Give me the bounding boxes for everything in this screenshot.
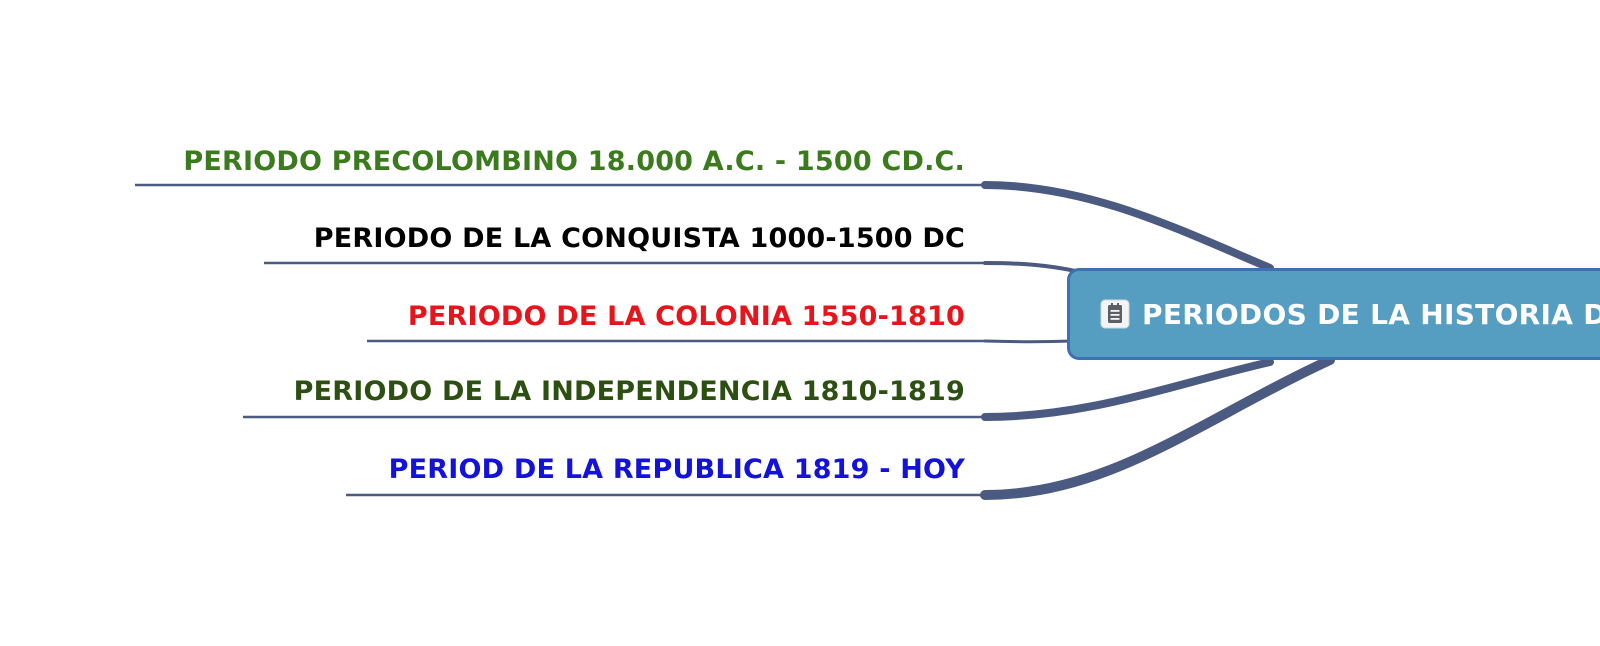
branch-label-independencia[interactable]: PERIODO DE LA INDEPENDENCIA 1810-1819 [293,376,965,407]
branch-label-conquista[interactable]: PERIODO DE LA CONQUISTA 1000-1500 DC [313,223,965,254]
central-topic-title: PERIODOS DE LA HISTORIA D [1142,297,1600,331]
branch-label-precolombino[interactable]: PERIODO PRECOLOMBINO 18.000 A.C. - 1500 … [183,146,965,177]
notepad-icon [1100,299,1130,329]
connector-independencia [981,358,1274,421]
branch-label-colonia[interactable]: PERIODO DE LA COLONIA 1550-1810 [407,301,965,332]
branch-label-republica[interactable]: PERIOD DE LA REPUBLICA 1819 - HOY [388,454,965,485]
connector-conquista [983,261,1082,274]
connector-republica [980,355,1335,500]
connector-colonia [983,339,1074,344]
central-topic-node[interactable]: PERIODOS DE LA HISTORIA D [1067,268,1600,360]
connector-precolombino [981,181,1274,272]
